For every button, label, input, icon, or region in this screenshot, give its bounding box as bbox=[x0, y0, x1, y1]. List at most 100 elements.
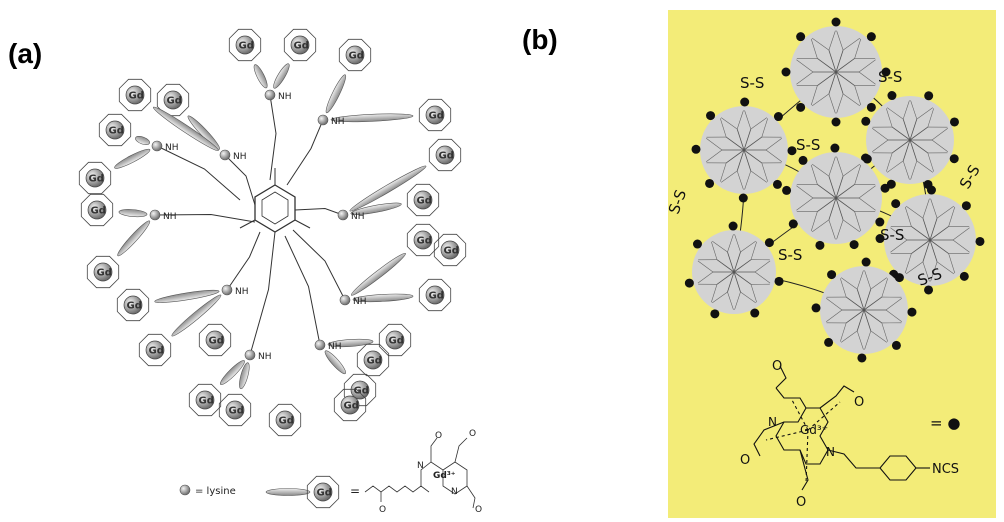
amine-label: NH bbox=[233, 152, 247, 162]
gd-dota-complex: Gd bbox=[433, 233, 467, 267]
gd-chelate-dot bbox=[787, 146, 797, 156]
gd-label: Gd bbox=[129, 91, 144, 102]
gd-dota-complex: Gd bbox=[198, 323, 232, 357]
dendrimer-particle bbox=[691, 97, 797, 203]
backbone-chain bbox=[286, 119, 324, 186]
gd-label: Gd bbox=[354, 386, 369, 397]
backbone-chain bbox=[249, 231, 276, 356]
gd-label: Gd bbox=[367, 356, 382, 367]
gd-dota-complex: Gd bbox=[138, 333, 172, 367]
amine-label: NH bbox=[351, 212, 365, 222]
gd-dota-complex: Gd bbox=[80, 193, 114, 227]
gd-label: Gd bbox=[429, 111, 444, 122]
gd-chelate-dot bbox=[684, 278, 694, 288]
lysine-ball bbox=[317, 114, 329, 126]
gd-dota-complex: Gd bbox=[343, 373, 377, 407]
gd-chelate-dot bbox=[891, 340, 901, 350]
gd-chelate-dot bbox=[824, 337, 834, 347]
peg-linker bbox=[154, 289, 220, 303]
gd-dota-complex: Gd bbox=[428, 138, 462, 172]
legend-chelate-drawing bbox=[364, 437, 476, 509]
chelate-oxygen-2: O bbox=[854, 395, 864, 410]
gd-chelate-dot bbox=[692, 239, 702, 249]
chelate-ncs-label: NCS bbox=[932, 462, 959, 477]
backbone-chain bbox=[294, 207, 344, 216]
legend-nitrogen-1: N bbox=[417, 461, 424, 471]
peg-linker bbox=[114, 148, 151, 169]
disulfide-label: S-S bbox=[778, 246, 802, 264]
peg-linker bbox=[273, 63, 290, 89]
gd-label: Gd bbox=[199, 396, 214, 407]
amine-label: NH bbox=[278, 92, 292, 102]
amine-label: NH bbox=[235, 287, 249, 297]
lysine-ball bbox=[314, 339, 326, 351]
gd-chelate-dot bbox=[961, 201, 971, 211]
disulfide-label: S-S bbox=[740, 74, 764, 92]
dendrimer-particle bbox=[875, 185, 985, 295]
peg-linker bbox=[325, 74, 347, 114]
peg-linker bbox=[118, 209, 148, 218]
gd-dota-complex: Gd bbox=[356, 343, 390, 377]
peg-linker bbox=[350, 202, 402, 215]
gd-label: Gd bbox=[109, 126, 124, 137]
gd-dota-complex: Gd bbox=[418, 278, 452, 312]
gd-chelate-dot bbox=[773, 112, 783, 122]
lysine-legend-ball bbox=[179, 484, 191, 496]
gd-dota-complex: Gd bbox=[306, 475, 340, 509]
gd-dota-complex: Gd bbox=[228, 28, 262, 62]
gd-chelate-dot bbox=[861, 116, 871, 126]
gd-chelate-dot bbox=[907, 307, 917, 317]
gd-dota-complex: Gd bbox=[118, 78, 152, 112]
gd-chelate-dot bbox=[849, 240, 859, 250]
lysine-ball bbox=[244, 349, 256, 361]
legend-oxygen-1: O bbox=[379, 505, 386, 515]
gd-chelate-dot bbox=[949, 117, 959, 127]
gd-chelate-dot bbox=[861, 257, 871, 267]
gd-dota-complex: Gd bbox=[418, 98, 452, 132]
gd-chelate-dot bbox=[891, 199, 901, 209]
gd-chelate-dot bbox=[862, 154, 872, 164]
gd-label: Gd bbox=[239, 41, 254, 52]
gd-chelate-dot bbox=[796, 32, 806, 42]
peg-linker bbox=[152, 106, 219, 152]
gd-dota-complex: Gd bbox=[98, 113, 132, 147]
backbone-chain bbox=[224, 154, 256, 206]
chelate-oxygen-3: O bbox=[740, 453, 750, 468]
gd-chelate-dot bbox=[811, 303, 821, 313]
gd-dota-complex: Gd bbox=[378, 323, 412, 357]
gd-chelate-dot bbox=[728, 221, 738, 231]
gd-label: Gd bbox=[317, 488, 332, 499]
legend-oxygen-3: O bbox=[469, 429, 476, 439]
peg-linker bbox=[349, 165, 427, 212]
gd-chelate-dot bbox=[796, 102, 806, 112]
gd-chelate-dot bbox=[738, 193, 748, 203]
lysine-ball bbox=[221, 284, 233, 296]
peg-linker bbox=[330, 113, 414, 123]
gd-label: Gd bbox=[344, 401, 359, 412]
backbone-chain bbox=[292, 229, 346, 301]
gd-dota-complex: Gd bbox=[406, 223, 440, 257]
peg-linker bbox=[220, 360, 245, 385]
gd-label: Gd bbox=[439, 151, 454, 162]
gd-chelate-dot bbox=[788, 219, 798, 229]
peg-linker bbox=[324, 350, 347, 375]
lysine-ball bbox=[149, 209, 161, 221]
gd-dota-complex: Gd bbox=[283, 28, 317, 62]
gd-label: Gd bbox=[294, 41, 309, 52]
peg-linker bbox=[239, 362, 250, 390]
gd-label: Gd bbox=[127, 301, 142, 312]
lysine-ball bbox=[219, 149, 231, 161]
gd-label: Gd bbox=[389, 336, 404, 347]
gd-chelate-dot bbox=[949, 154, 959, 164]
backbone-chain bbox=[226, 231, 261, 291]
gd-chelate-dot bbox=[798, 155, 808, 165]
legend-equals-dot: = ● bbox=[930, 414, 960, 432]
gd-chelate-dot bbox=[866, 102, 876, 112]
backbone-chain bbox=[284, 235, 321, 346]
legend-lysine-text: = lysine bbox=[195, 486, 236, 497]
legend-gd3-label: Gd³⁺ bbox=[433, 471, 456, 481]
gd-chelate-dot bbox=[959, 271, 969, 281]
chelate-nitrogen-2: N bbox=[826, 445, 835, 459]
